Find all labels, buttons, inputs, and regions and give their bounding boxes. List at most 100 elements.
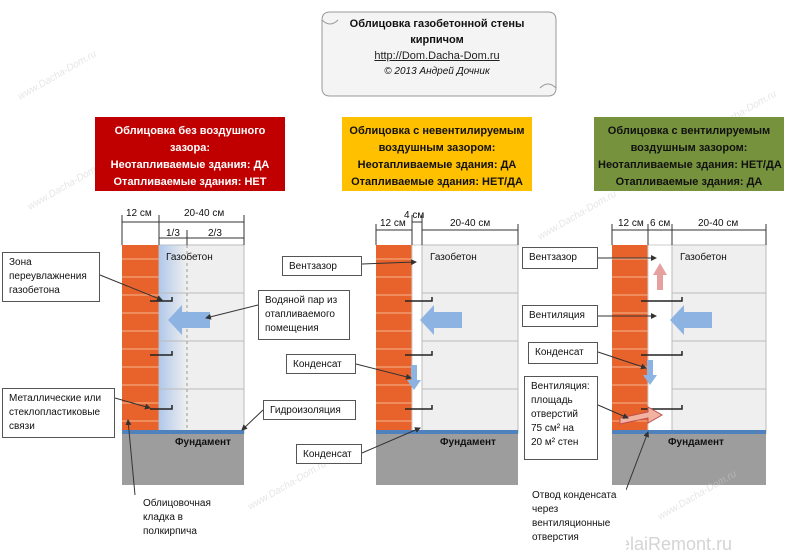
- header-ventilated-gap: Облицовка с вентилируемым воздушным зазо…: [594, 117, 784, 191]
- header-no-gap: Облицовка без воздушного зазора: Неотапл…: [95, 117, 285, 191]
- ventilation-up-arrow: [653, 263, 667, 290]
- watermark: www.Dacha-Dom.ru: [536, 188, 619, 242]
- callout-line: Зона: [9, 257, 32, 268]
- watermark-bottom-right: SdelaiRemont.ru: [598, 534, 732, 554]
- callout-waterproofing: Гидроизоляция: [263, 400, 356, 420]
- callout-line: помещения: [265, 323, 319, 334]
- dimension-lines: [121, 215, 245, 245]
- leader-lines: [355, 259, 421, 454]
- aerated-concrete-column: [158, 244, 245, 434]
- callout-line: кладка в: [143, 512, 183, 523]
- header-line: Отапливаемые здания: НЕТ: [113, 176, 267, 188]
- callout-condensate: Конденсат: [296, 444, 362, 464]
- callout-vent-area: Вентиляция: площадь отверстий 75 см² на …: [524, 376, 598, 460]
- callout-drain: Отвод конденсата через вентиляционные от…: [526, 486, 626, 552]
- callout-line: отверстий: [531, 409, 578, 420]
- waterproofing-layer: [612, 430, 766, 434]
- callout-line: через: [532, 504, 559, 515]
- callout-line: отверстия: [532, 532, 579, 543]
- vapor-arrow: [168, 305, 210, 335]
- callout-ties: Металлические или стеклопластиковые связ…: [2, 388, 115, 438]
- callout-line: Металлические или: [9, 393, 102, 404]
- callout-masonry: Облицовочная кладка в полкирпича: [137, 494, 221, 546]
- callout-vapor: Водяной пар из отапливаемого помещения: [258, 290, 350, 340]
- callout-condensate: Конденсат: [528, 342, 598, 364]
- callout-ventilation: Вентиляция: [522, 305, 598, 327]
- foundation-block: [122, 433, 244, 485]
- callout-line: стеклопластиковые: [9, 407, 101, 418]
- callout-line: связи: [9, 421, 35, 432]
- callout-line: полкирпича: [143, 526, 197, 537]
- copyright-text: © 2013 Андрей Дочник: [384, 66, 490, 77]
- title-scroll: [321, 11, 557, 97]
- dim-brick-label: 12 см: [380, 218, 406, 229]
- header-line: Облицовка с вентилируемым: [607, 125, 771, 137]
- condensate-drop: [407, 365, 421, 390]
- dim-gap-label: 4 см: [404, 210, 425, 221]
- wall-ties: [405, 297, 433, 410]
- callout-line: 75 см² на: [531, 423, 574, 434]
- dimension-lines: [375, 215, 519, 245]
- wall-ties: [641, 297, 683, 410]
- callout-air-gap: Вентзазор: [282, 256, 362, 276]
- header-line: воздушным зазором:: [378, 142, 496, 154]
- header-line: Облицовка без воздушного: [114, 125, 266, 137]
- header-line: зазора:: [170, 142, 210, 154]
- dim-block-label: 20-40 см: [450, 218, 491, 229]
- foundation-label: Фундамент: [668, 437, 724, 448]
- dimension-lines: [611, 224, 767, 245]
- block-label: Газобетон: [680, 252, 727, 263]
- air-gap: [411, 244, 423, 434]
- aerated-concrete-column: [421, 244, 519, 434]
- block-label: Газобетон: [430, 252, 477, 263]
- wall-ties: [150, 297, 173, 410]
- source-link[interactable]: http://Dom.Dacha-Dom.ru: [374, 50, 500, 62]
- callout-air-gap: Вентзазор: [522, 247, 598, 269]
- header-line: Отапливаемые здания: ДА: [615, 176, 763, 188]
- aerated-concrete-column: [671, 244, 767, 434]
- dim-block-label: 20-40 см: [698, 218, 739, 229]
- watermark: www.Dacha-Dom.ru: [16, 48, 99, 102]
- foundation-block: [376, 433, 518, 485]
- title-line-2: кирпичом: [410, 34, 464, 46]
- callout-line: Вентиляция:: [531, 381, 590, 392]
- callout-line: отапливаемого: [265, 309, 335, 320]
- callout-line: Водяной пар из: [265, 295, 338, 306]
- foundation-label: Фундамент: [175, 437, 231, 448]
- condensate-drop: [643, 360, 657, 385]
- callout-line: газобетона: [9, 285, 60, 296]
- vapor-arrow: [670, 305, 712, 335]
- dim-block-label: 20-40 см: [184, 208, 225, 219]
- callout-line: 20 м² стен: [531, 437, 579, 448]
- callout-line: Облицовочная: [143, 498, 211, 509]
- leader-lines: [597, 255, 657, 491]
- dim-two-thirds-label: 2/3: [208, 228, 222, 239]
- vapor-arrow: [420, 305, 462, 335]
- brick-facing-column: [376, 245, 412, 433]
- dim-gap-label: 6 см: [650, 218, 671, 229]
- callout-condensate: Конденсат: [286, 354, 356, 374]
- watermark: www.Dacha-Dom.ru: [246, 458, 329, 512]
- header-closed-gap: Облицовка с невентилируемым воздушным за…: [342, 117, 532, 191]
- leader-lines: [99, 274, 264, 496]
- callout-line: площадь: [531, 395, 573, 406]
- title-block: Облицовка газобетонной стены кирпичом ht…: [330, 16, 544, 80]
- header-line: Облицовка с невентилируемым: [349, 125, 525, 137]
- header-line: Неотапливаемые здания: ДА: [357, 159, 517, 171]
- waterproofing-layer: [122, 430, 244, 434]
- foundation-label: Фундамент: [440, 437, 496, 448]
- dim-brick-label: 12 см: [126, 208, 152, 219]
- panel-ventilated-gap: [597, 224, 767, 491]
- header-line: Неотапливаемые здания: ДА: [110, 159, 270, 171]
- panel-closed-gap: [355, 215, 519, 485]
- vent-hole-arrow: [619, 406, 664, 425]
- dim-brick-label: 12 см: [618, 218, 644, 229]
- dim-third-label: 1/3: [166, 228, 180, 239]
- brick-facing-column: [612, 245, 648, 433]
- header-line: Отапливаемые здания: НЕТ/ДА: [351, 176, 523, 188]
- callout-line: переувлажнения: [9, 271, 87, 282]
- waterproofing-layer: [376, 430, 518, 434]
- callout-line: Отвод конденсата: [532, 490, 617, 501]
- header-line: Неотапливаемые здания: НЕТ/ДА: [598, 159, 782, 171]
